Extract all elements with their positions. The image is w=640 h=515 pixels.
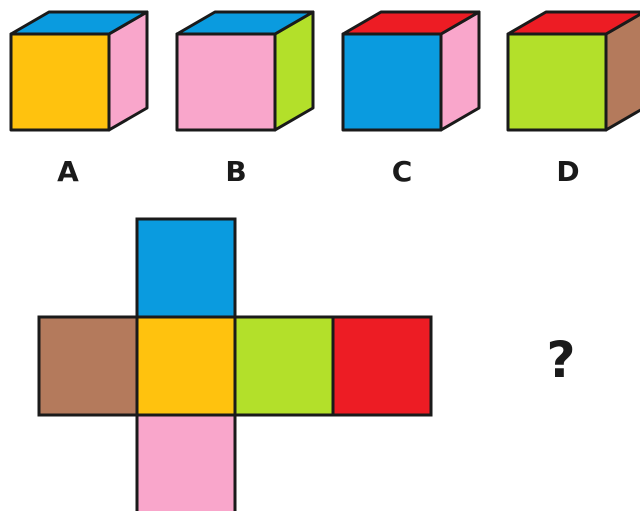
option-label-b: B — [206, 156, 266, 188]
option-cube-a — [11, 12, 147, 130]
net-square-bottom-pink — [137, 415, 235, 511]
net-square-yellow — [137, 317, 235, 415]
question-mark: ? — [521, 330, 601, 390]
net-square-red — [333, 317, 431, 415]
net-square-brown — [39, 317, 137, 415]
cube-front-face-pink — [177, 34, 275, 130]
option-label-a: A — [38, 156, 98, 188]
option-cube-d — [508, 12, 640, 130]
option-label-c: C — [372, 156, 432, 188]
cube-net — [39, 219, 431, 511]
cube-front-face-blue — [343, 34, 441, 130]
option-cube-b — [177, 12, 313, 130]
cube-front-face-green — [508, 34, 606, 130]
option-label-d: D — [538, 156, 598, 188]
net-square-green — [235, 317, 333, 415]
option-cube-c — [343, 12, 479, 130]
net-square-top-blue — [137, 219, 235, 317]
cube-front-face-yellow — [11, 34, 109, 130]
